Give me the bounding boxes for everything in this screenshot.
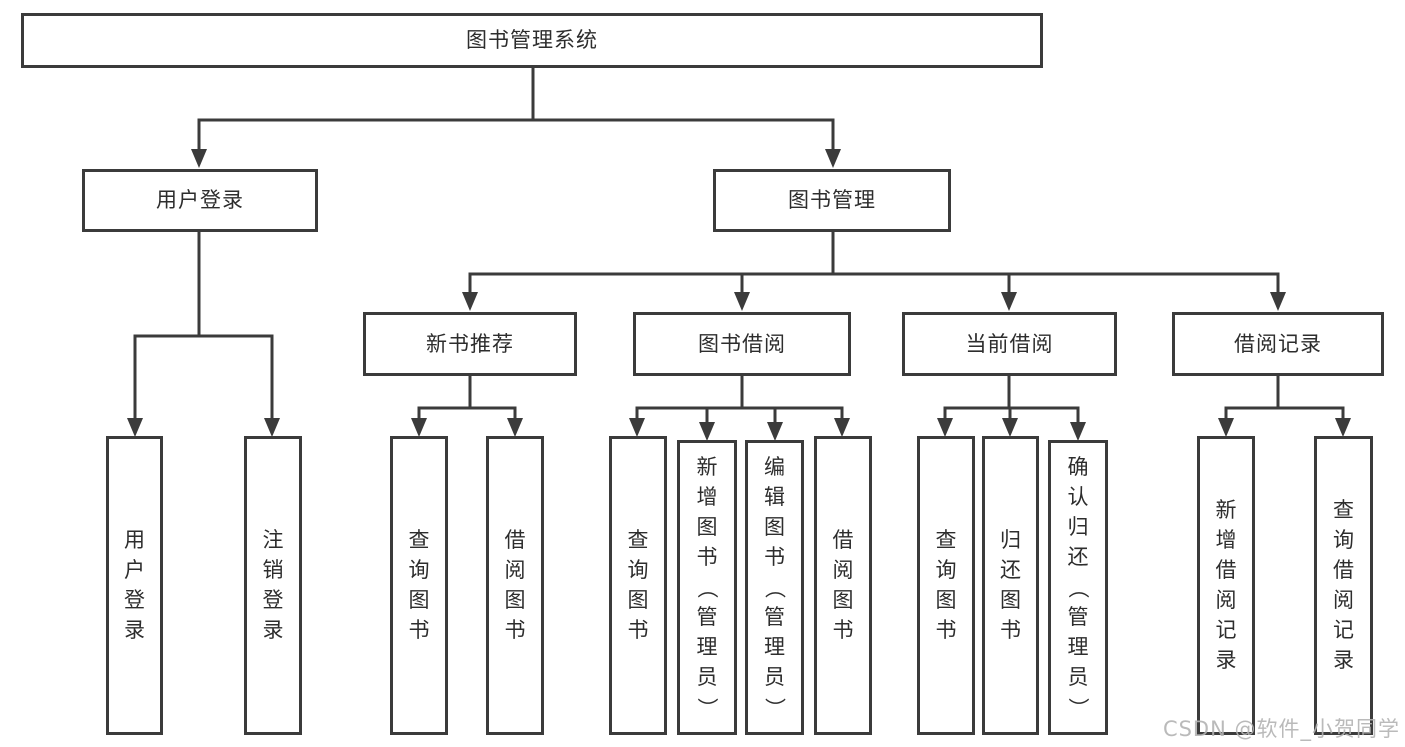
node-borrowing-records: 借阅记录 <box>1172 312 1384 376</box>
leaf-user-login: 用户登录 <box>106 436 163 735</box>
leaf-query-books-current: 查询图书 <box>917 436 975 735</box>
arrow-head <box>937 418 953 437</box>
leaf-logout: 注销登录 <box>244 436 302 735</box>
leaf-query-books-recommendation: 查询图书 <box>390 436 448 735</box>
leaf-query-books-borrowing: 查询图书 <box>609 436 667 735</box>
arrow-head <box>462 292 478 311</box>
arrow-head <box>1270 292 1286 311</box>
connector-borrow-rail <box>635 406 844 425</box>
leaf-add-books-admin: 新增图书（管理员） <box>677 440 737 735</box>
node-book-borrowing: 图书借阅 <box>633 312 851 376</box>
connector-bookmgmt-rail <box>468 272 1280 295</box>
arrow-head <box>1001 292 1017 311</box>
node-user-login-group: 用户登录 <box>82 169 318 232</box>
arrow-head <box>834 418 850 437</box>
arrow-head <box>1335 418 1351 437</box>
arrow-head <box>1002 418 1018 437</box>
node-library-management-system: 图书管理系统 <box>21 13 1043 68</box>
arrowheads <box>127 149 1351 441</box>
connector-newbook-rail <box>417 406 517 421</box>
leaf-edit-books-admin: 编辑图书（管理员） <box>745 440 804 735</box>
connector-records-rail <box>1224 406 1345 421</box>
arrow-head <box>127 418 143 437</box>
leaf-query-borrow-record: 查询借阅记录 <box>1314 436 1373 735</box>
arrow-head <box>825 149 841 168</box>
node-current-borrowing: 当前借阅 <box>902 312 1117 376</box>
arrow-head <box>767 422 783 441</box>
arrow-head <box>1218 418 1234 437</box>
leaf-return-books: 归还图书 <box>982 436 1039 735</box>
leaf-borrow-books: 借阅图书 <box>814 436 872 735</box>
arrow-head <box>191 149 207 168</box>
arrow-head <box>629 418 645 437</box>
leaf-confirm-return-admin: 确认归还（管理员） <box>1048 440 1108 735</box>
leaf-add-borrow-record: 新增借阅记录 <box>1197 436 1255 735</box>
arrow-head <box>411 418 427 437</box>
node-new-book-recommendation: 新书推荐 <box>363 312 577 376</box>
arrow-head <box>264 418 280 437</box>
connector-root-rail <box>197 118 835 152</box>
connector-login-rail <box>133 334 274 421</box>
arrow-head <box>734 292 750 311</box>
arrow-head <box>507 418 523 437</box>
csdn-watermark: CSDN @软件_小贺同学 <box>1162 717 1400 741</box>
arrow-head <box>1070 422 1086 441</box>
leaf-borrow-books-recommendation: 借阅图书 <box>486 436 544 735</box>
node-book-management: 图书管理 <box>713 169 951 232</box>
arrow-head <box>699 422 715 441</box>
